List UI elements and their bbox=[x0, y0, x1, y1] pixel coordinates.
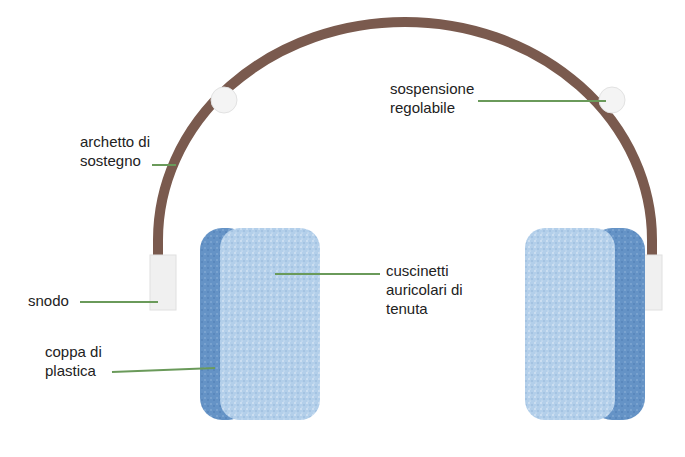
part-label: sospensione regolabile bbox=[390, 80, 500, 118]
leader-line bbox=[275, 273, 380, 275]
cushion-right bbox=[525, 228, 615, 420]
leader-line bbox=[152, 164, 176, 166]
part-label: cuscinetti auricolari di tenuta bbox=[386, 262, 468, 318]
leader-line bbox=[80, 301, 158, 303]
leader-lines bbox=[80, 101, 606, 372]
leader-line bbox=[478, 100, 606, 102]
cushion-left bbox=[220, 228, 320, 420]
part-label: snodo bbox=[28, 292, 88, 311]
part-label: archetto di sostegno bbox=[80, 133, 175, 171]
adjuster-left bbox=[211, 87, 237, 113]
leader-line bbox=[112, 368, 215, 372]
part-label: coppa di plastica bbox=[45, 343, 135, 381]
